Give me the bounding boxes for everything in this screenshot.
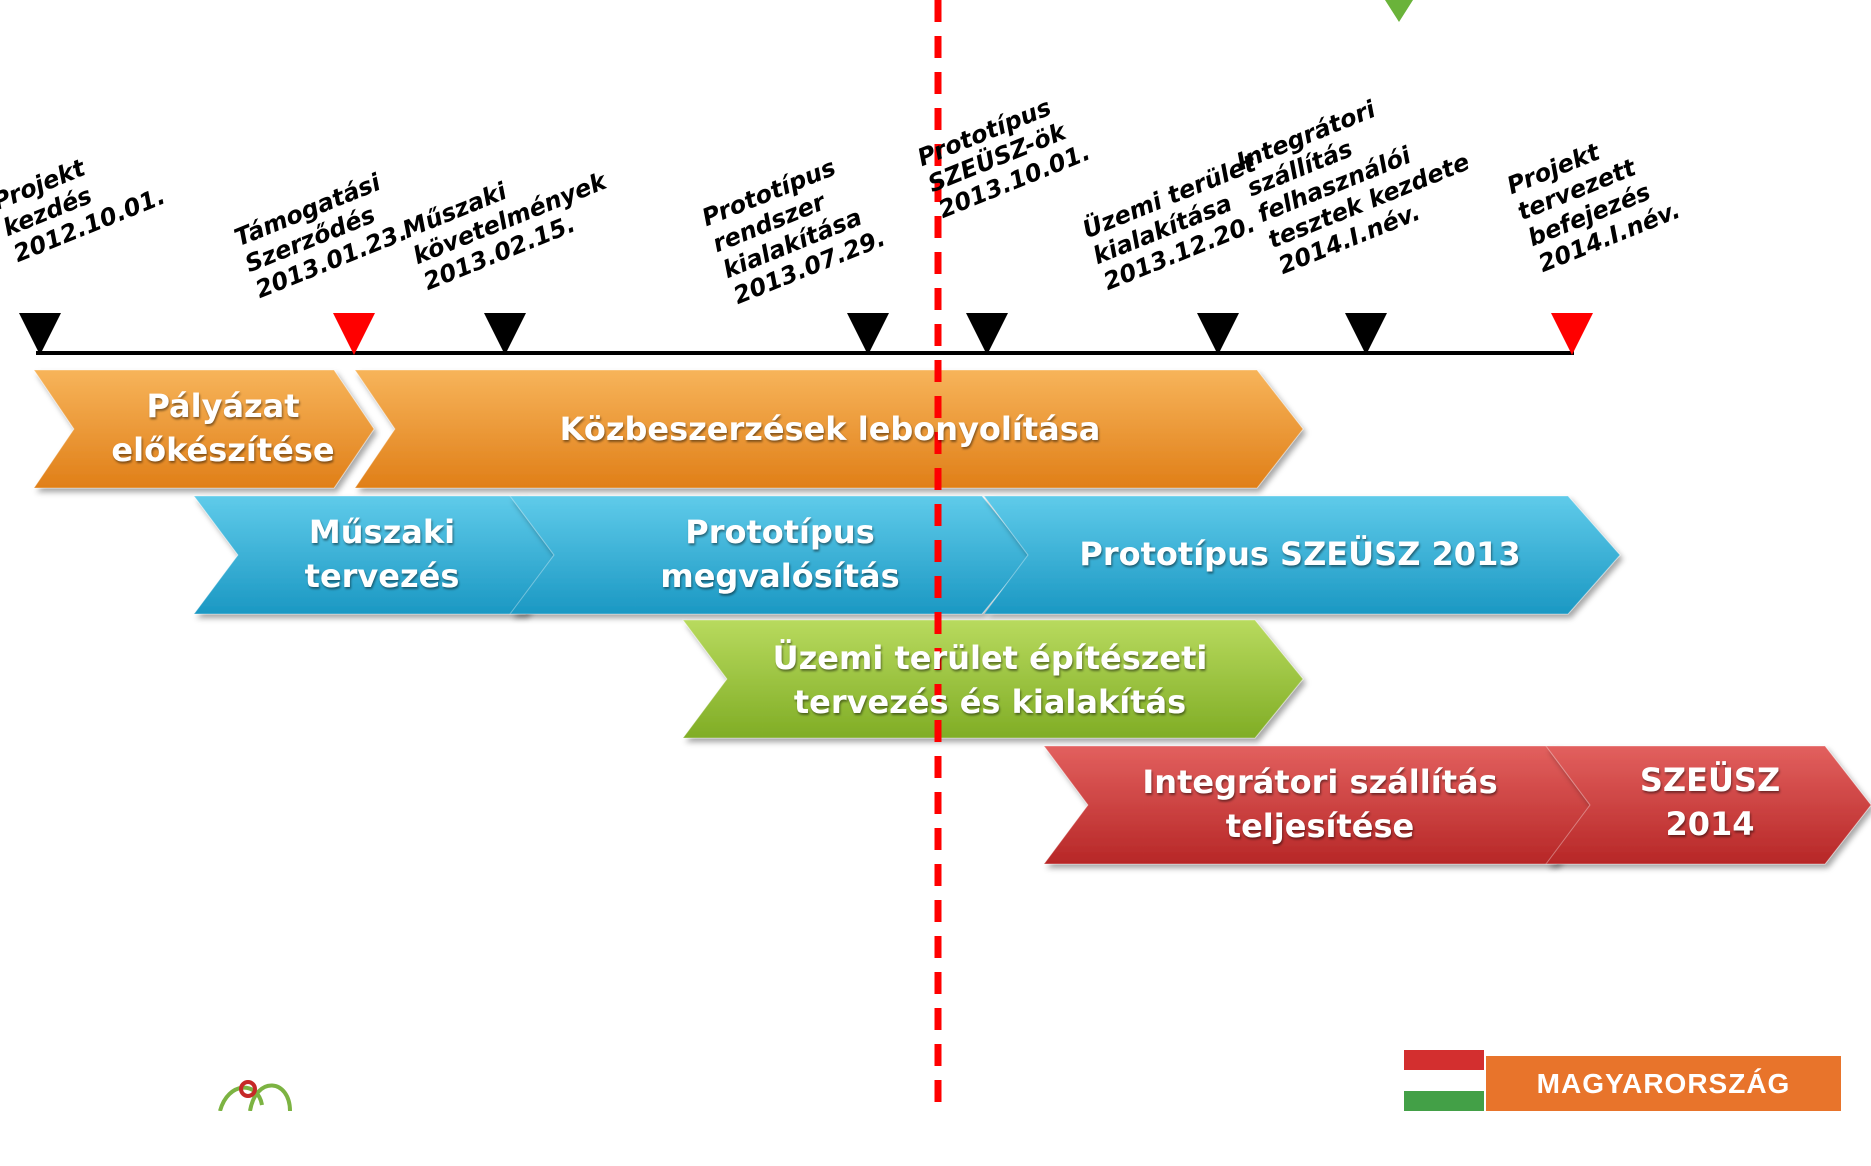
- milestone-marker-2: [333, 313, 375, 355]
- phase-arrow-6: [682, 619, 1304, 739]
- phase-arrow-2: [354, 369, 1304, 489]
- hungarian-flag-icon: [1404, 1050, 1484, 1111]
- phase-arrow-1: [33, 369, 375, 489]
- milestone-marker-4: [847, 313, 889, 355]
- phase-arrow-5: [983, 495, 1621, 615]
- milestone-marker-8: [1551, 313, 1593, 355]
- phase-label-5: Prototípus SZEÜSZ 2013: [1079, 535, 1521, 573]
- phase-arrow-8: [1545, 745, 1871, 865]
- phase-arrow-4: [509, 495, 1031, 615]
- phase-label-2: Közbeszerzések lebonyolítása: [559, 410, 1101, 448]
- milestone-marker-1: [19, 313, 61, 355]
- milestone-marker-5: [966, 313, 1008, 355]
- timeline-diagram: [19, 0, 1871, 1111]
- footer-banner: MAGYARORSZÁG MEGÚJUL: [1486, 1056, 1841, 1154]
- logo-icon: [218, 1080, 292, 1111]
- milestone-marker-3: [484, 313, 526, 355]
- milestone-marker-6: [1197, 313, 1239, 355]
- green-marker-icon: [1385, 0, 1413, 22]
- milestone-marker-7: [1345, 313, 1387, 355]
